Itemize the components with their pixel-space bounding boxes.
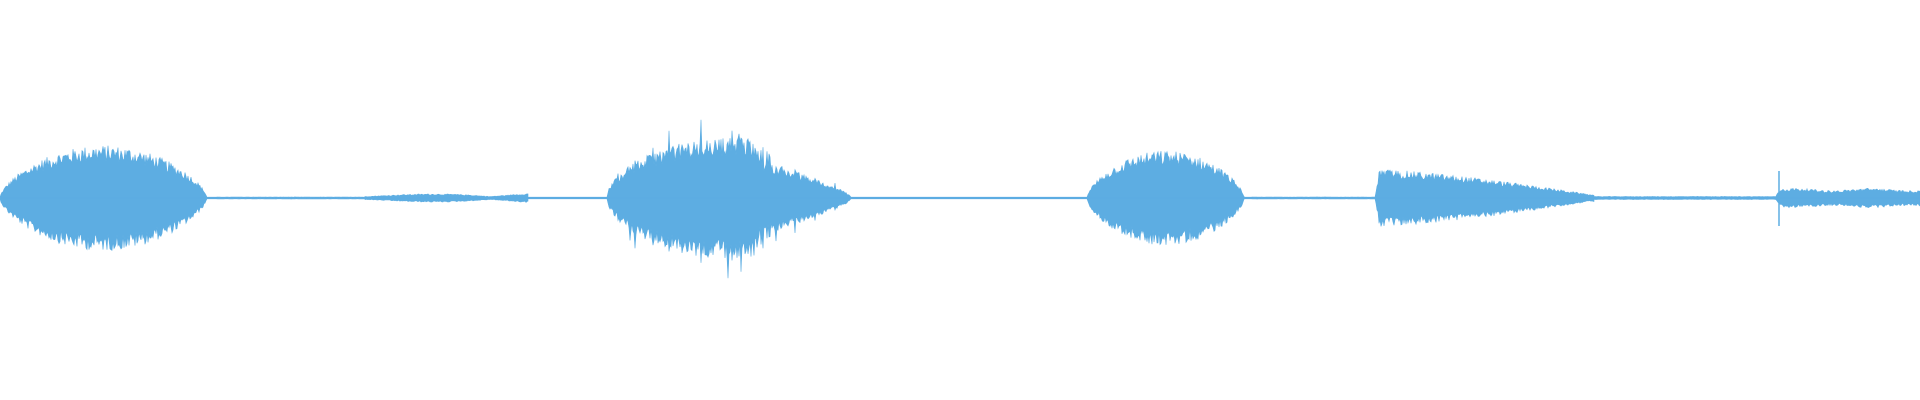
waveform-segment-2 <box>606 119 852 279</box>
